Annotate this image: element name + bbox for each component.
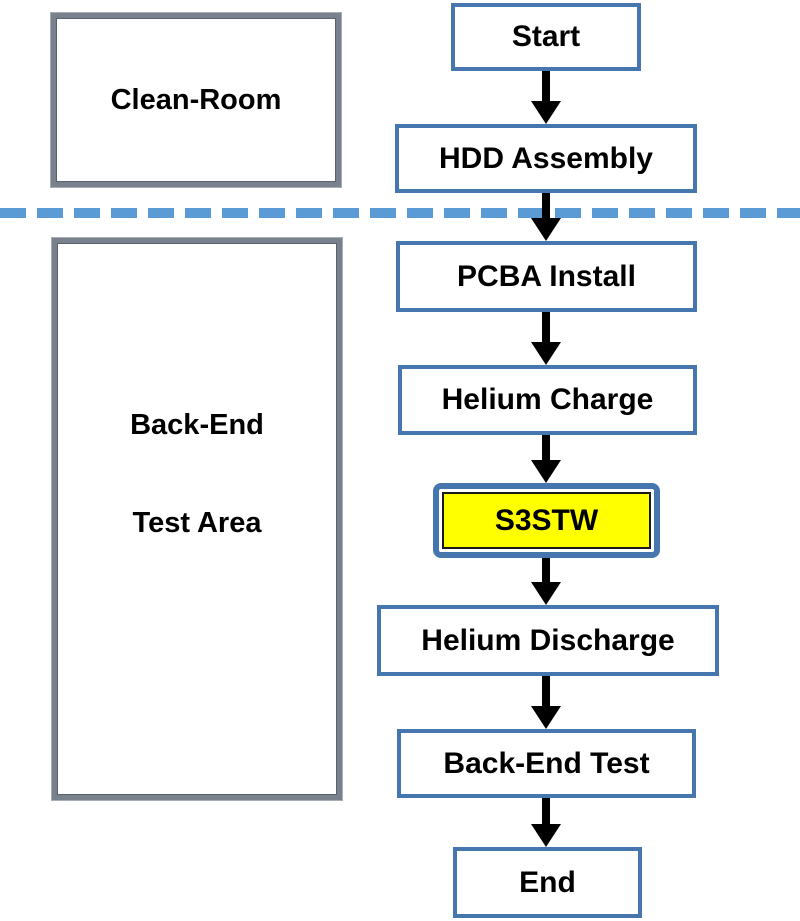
flow-node-helium-discharge: Helium Discharge bbox=[377, 605, 719, 676]
zone-clean-room-label: Clean-Room bbox=[110, 83, 282, 116]
flow-node-s3stw-highlighted: S3STW bbox=[433, 483, 660, 558]
clean-room-boundary-dashed-line bbox=[0, 208, 800, 218]
zone-back-end-label-line2: Test Area bbox=[132, 507, 262, 539]
zone-back-end-test-area: Back-End Test Area bbox=[52, 238, 342, 800]
flow-node-pcba-install: PCBA Install bbox=[396, 241, 697, 312]
flow-node-label: Helium Discharge bbox=[421, 623, 675, 657]
flow-node-label: S3STW bbox=[494, 503, 599, 537]
flow-node-back-end-test: Back-End Test bbox=[397, 729, 696, 798]
flow-node-label: Start bbox=[511, 20, 581, 53]
arrow-down-icon bbox=[531, 676, 561, 729]
flow-node-helium-charge: Helium Charge bbox=[398, 365, 697, 435]
flow-node-label: PCBA Install bbox=[457, 259, 636, 293]
flow-node-label: Back-End Test bbox=[443, 746, 650, 780]
arrow-down-icon bbox=[531, 435, 561, 483]
arrow-down-icon bbox=[531, 193, 561, 241]
flow-node-label: End bbox=[519, 865, 576, 899]
flow-node-end: End bbox=[453, 847, 642, 918]
flow-node-label: HDD Assembly bbox=[439, 141, 653, 175]
s3stw-highlight-fill: S3STW bbox=[442, 492, 651, 549]
flow-node-hdd-assembly: HDD Assembly bbox=[395, 124, 697, 193]
zone-clean-room: Clean-Room bbox=[51, 13, 341, 187]
arrow-down-icon bbox=[531, 312, 561, 365]
zone-back-end-label-line1: Back-End bbox=[130, 409, 264, 441]
arrow-down-icon bbox=[531, 71, 561, 124]
flow-node-start: Start bbox=[451, 3, 641, 71]
arrow-down-icon bbox=[531, 798, 561, 847]
arrow-down-icon bbox=[531, 558, 561, 605]
flow-node-label: Helium Charge bbox=[441, 383, 654, 416]
